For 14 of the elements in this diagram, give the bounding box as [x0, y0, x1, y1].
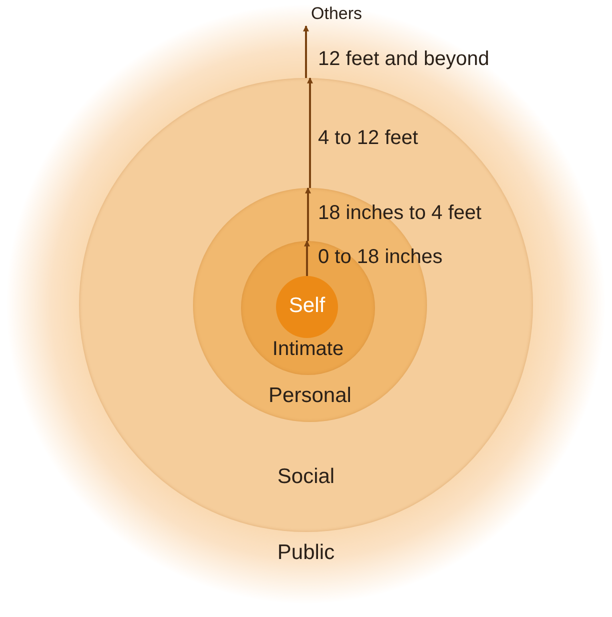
arrow: [304, 240, 310, 276]
edge-label: 0 to 18 inches: [318, 246, 443, 269]
zone-label: Self: [288, 294, 326, 317]
zone-label: Social: [277, 465, 335, 488]
zone-label: Personal: [268, 384, 352, 407]
edge-label: 18 inches to 4 feet: [318, 202, 482, 225]
zone-label: Others: [311, 4, 362, 23]
edge-label: 4 to 12 feet: [318, 127, 418, 150]
arrow: [303, 25, 309, 78]
arrow: [305, 187, 311, 241]
edge-label: 12 feet and beyond: [318, 48, 490, 71]
zone-label: Public: [277, 541, 335, 564]
arrow: [307, 77, 313, 188]
zone-label: Intimate: [272, 338, 344, 360]
